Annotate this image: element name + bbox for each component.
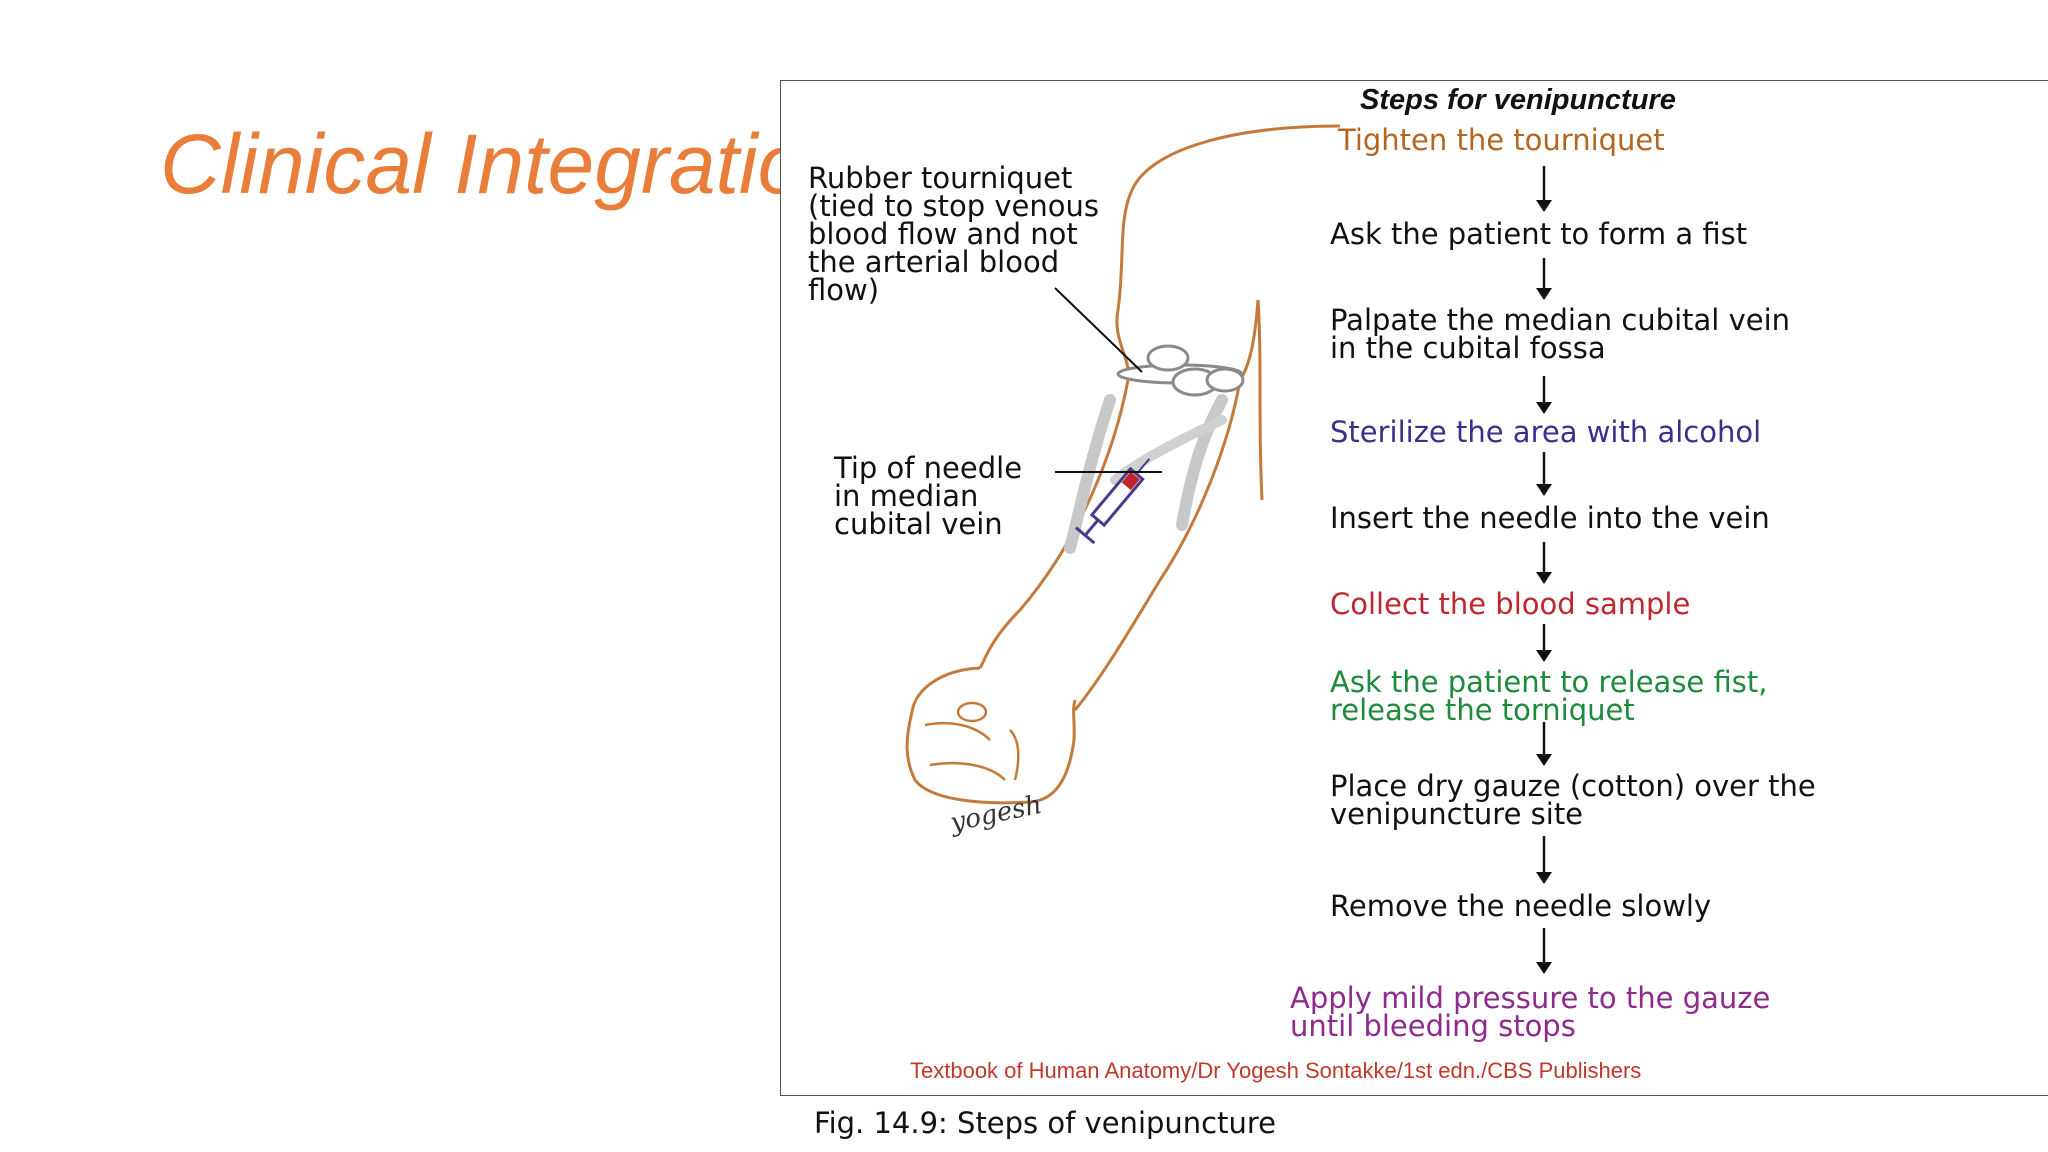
tourniquet-callout-line: the arterial blood bbox=[808, 245, 1060, 279]
figure-caption: Fig. 14.9: Steps of venipuncture bbox=[814, 1106, 1276, 1140]
step-3-line-1: Palpate the median cubital vein bbox=[1330, 303, 1791, 337]
thumb bbox=[956, 701, 988, 723]
needle-callout: Tip of needle in median cubital vein bbox=[834, 451, 1023, 541]
step-6-line-1: Collect the blood sample bbox=[1330, 587, 1691, 621]
step-5-line-1: Insert the needle into the vein bbox=[1330, 501, 1770, 535]
flow-arrow bbox=[1536, 624, 1552, 662]
step-8-line-1: Place dry gauze (cotton) over the bbox=[1330, 769, 1816, 803]
tourniquet-loop-1 bbox=[1146, 344, 1190, 372]
needle-callout-line: in median bbox=[834, 479, 979, 513]
vein-shading-2 bbox=[1176, 394, 1228, 531]
vein-shading-3 bbox=[1110, 415, 1227, 485]
flow-arrow bbox=[1536, 376, 1552, 414]
arm-outline-back bbox=[1073, 299, 1260, 711]
flow-arrow bbox=[1536, 542, 1552, 584]
flow-arrow bbox=[1536, 258, 1552, 300]
step-3-line-2: in the cubital fossa bbox=[1330, 331, 1606, 365]
arm-outline bbox=[978, 124, 1341, 669]
tourniquet-loop-3 bbox=[1205, 367, 1245, 393]
step-10-line-2: until bleeding stops bbox=[1290, 1009, 1576, 1043]
figure-heading: Steps for venipuncture bbox=[1360, 84, 1676, 116]
step-7-line-2: release the torniquet bbox=[1330, 693, 1635, 727]
vein-shading-1 bbox=[1064, 394, 1116, 554]
step-7-line-1: Ask the patient to release fist, bbox=[1330, 665, 1768, 699]
tourniquet-callout-line: Rubber tourniquet bbox=[808, 161, 1073, 195]
step-6: Collect the blood sample bbox=[1330, 587, 1691, 621]
source-credit: Textbook of Human Anatomy/Dr Yogesh Sont… bbox=[910, 1058, 1642, 1083]
tourniquet-callout-line: (tied to stop venous bbox=[808, 189, 1100, 223]
step-4: Sterilize the area with alcohol bbox=[1330, 415, 1762, 449]
step-9-line-1: Remove the needle slowly bbox=[1330, 889, 1712, 923]
flow-arrow bbox=[1536, 836, 1552, 884]
flow-arrow bbox=[1536, 722, 1552, 766]
step-5: Insert the needle into the vein bbox=[1330, 501, 1770, 535]
tourniquet-pointer-line bbox=[1054, 287, 1143, 373]
tourniquet-callout: Rubber tourniquet (tied to stop venous b… bbox=[808, 161, 1100, 307]
needle-callout-line: Tip of needle bbox=[834, 451, 1023, 485]
slide-title: Clinical Integration bbox=[160, 117, 852, 211]
step-8-line-2: venipuncture site bbox=[1330, 797, 1584, 831]
flow-arrow bbox=[1536, 928, 1552, 974]
step-2-line-1: Ask the patient to form a fist bbox=[1330, 217, 1748, 251]
step-10-line-1: Apply mild pressure to the gauze bbox=[1290, 981, 1771, 1015]
flow-arrow bbox=[1536, 452, 1552, 496]
tourniquet-callout-line: blood flow and not bbox=[808, 217, 1078, 251]
syringe bbox=[1074, 458, 1151, 545]
figure-frame bbox=[780, 80, 2048, 1096]
elbow-line bbox=[1256, 299, 1264, 501]
fist-knuckles bbox=[924, 721, 1020, 781]
step-9: Remove the needle slowly bbox=[1330, 889, 1712, 923]
step-1-line-1: Tighten the tourniquet bbox=[1338, 123, 1665, 157]
step-4-line-1: Sterilize the area with alcohol bbox=[1330, 415, 1762, 449]
flow-arrow bbox=[1536, 166, 1552, 212]
step-2: Ask the patient to form a fist bbox=[1330, 217, 1748, 251]
step-7: Ask the patient to release fist,release … bbox=[1330, 665, 1768, 727]
step-1: Tighten the tourniquet bbox=[1338, 123, 1665, 157]
fist bbox=[905, 666, 1077, 805]
tourniquet-callout-line: flow) bbox=[808, 273, 880, 307]
needle-callout-line: cubital vein bbox=[834, 507, 1003, 541]
